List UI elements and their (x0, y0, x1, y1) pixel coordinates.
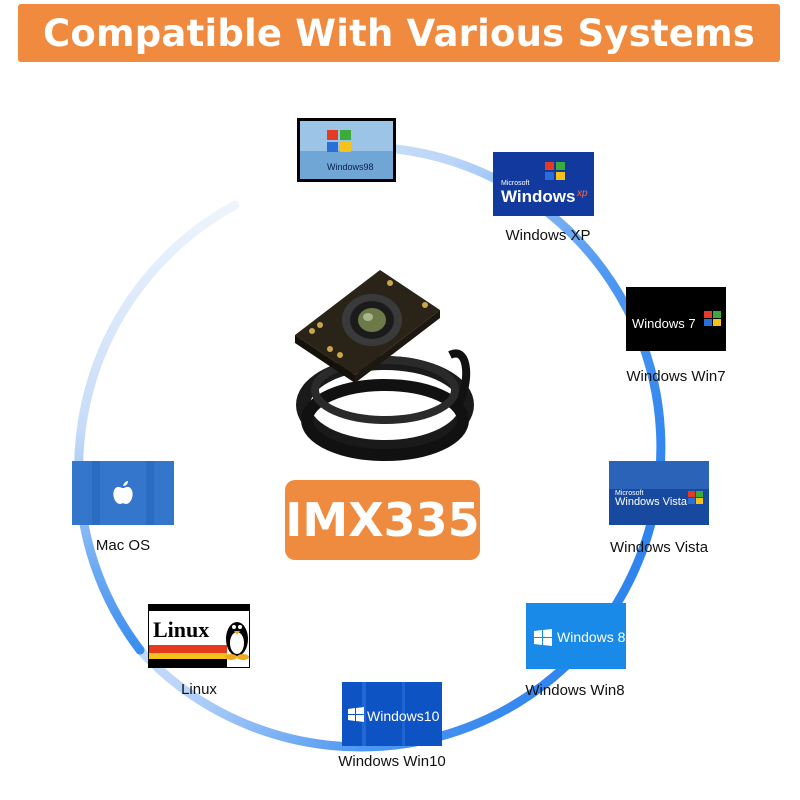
linux-tux-logo: Linux (148, 604, 250, 668)
title-banner: Compatible With Various Systems (18, 4, 780, 62)
win10-text: Windows10 (367, 708, 440, 724)
camera-module-image (295, 270, 474, 461)
xp-windows-text: Windows (501, 187, 576, 206)
label-windows-win10: Windows Win10 (338, 753, 446, 770)
xp-microsoft-text: Microsoft (501, 180, 530, 187)
win7-text: Windows 7 (632, 316, 696, 331)
label-linux: Linux (181, 681, 217, 698)
windows-7-logo: Windows 7 (626, 287, 726, 351)
label-windows-win8: Windows Win8 (525, 682, 625, 699)
windows98-logo-text: Windows98 (327, 162, 374, 172)
vista-text: Windows Vista (615, 496, 687, 508)
vista-microsoft-text: Microsoft (615, 490, 644, 497)
label-windows-vista: Windows Vista (609, 539, 709, 556)
sensor-model-badge: IMX335 (285, 480, 480, 560)
label-windows-win7: Windows Win7 (626, 368, 726, 385)
windows-10-logo: Windows10 (342, 682, 442, 746)
windows-8-logo: Windows 8 (526, 603, 626, 669)
label-mac-os: Mac OS (95, 537, 151, 554)
banner-title: Compatible With Various Systems (42, 11, 756, 55)
windows98-logo: Windows98 (297, 118, 396, 182)
windows-vista-logo: Microsoft Windows Vista (609, 461, 709, 525)
win8-text: Windows 8 (557, 629, 626, 645)
linux-text: Linux (153, 617, 210, 642)
sensor-model-text: IMX335 (285, 493, 480, 547)
xp-sup-text: xp (577, 188, 588, 199)
windows-xp-logo: Microsoft Windows xp (493, 152, 594, 216)
apple-logo (72, 461, 174, 525)
label-windows-xp: Windows XP (505, 227, 591, 244)
